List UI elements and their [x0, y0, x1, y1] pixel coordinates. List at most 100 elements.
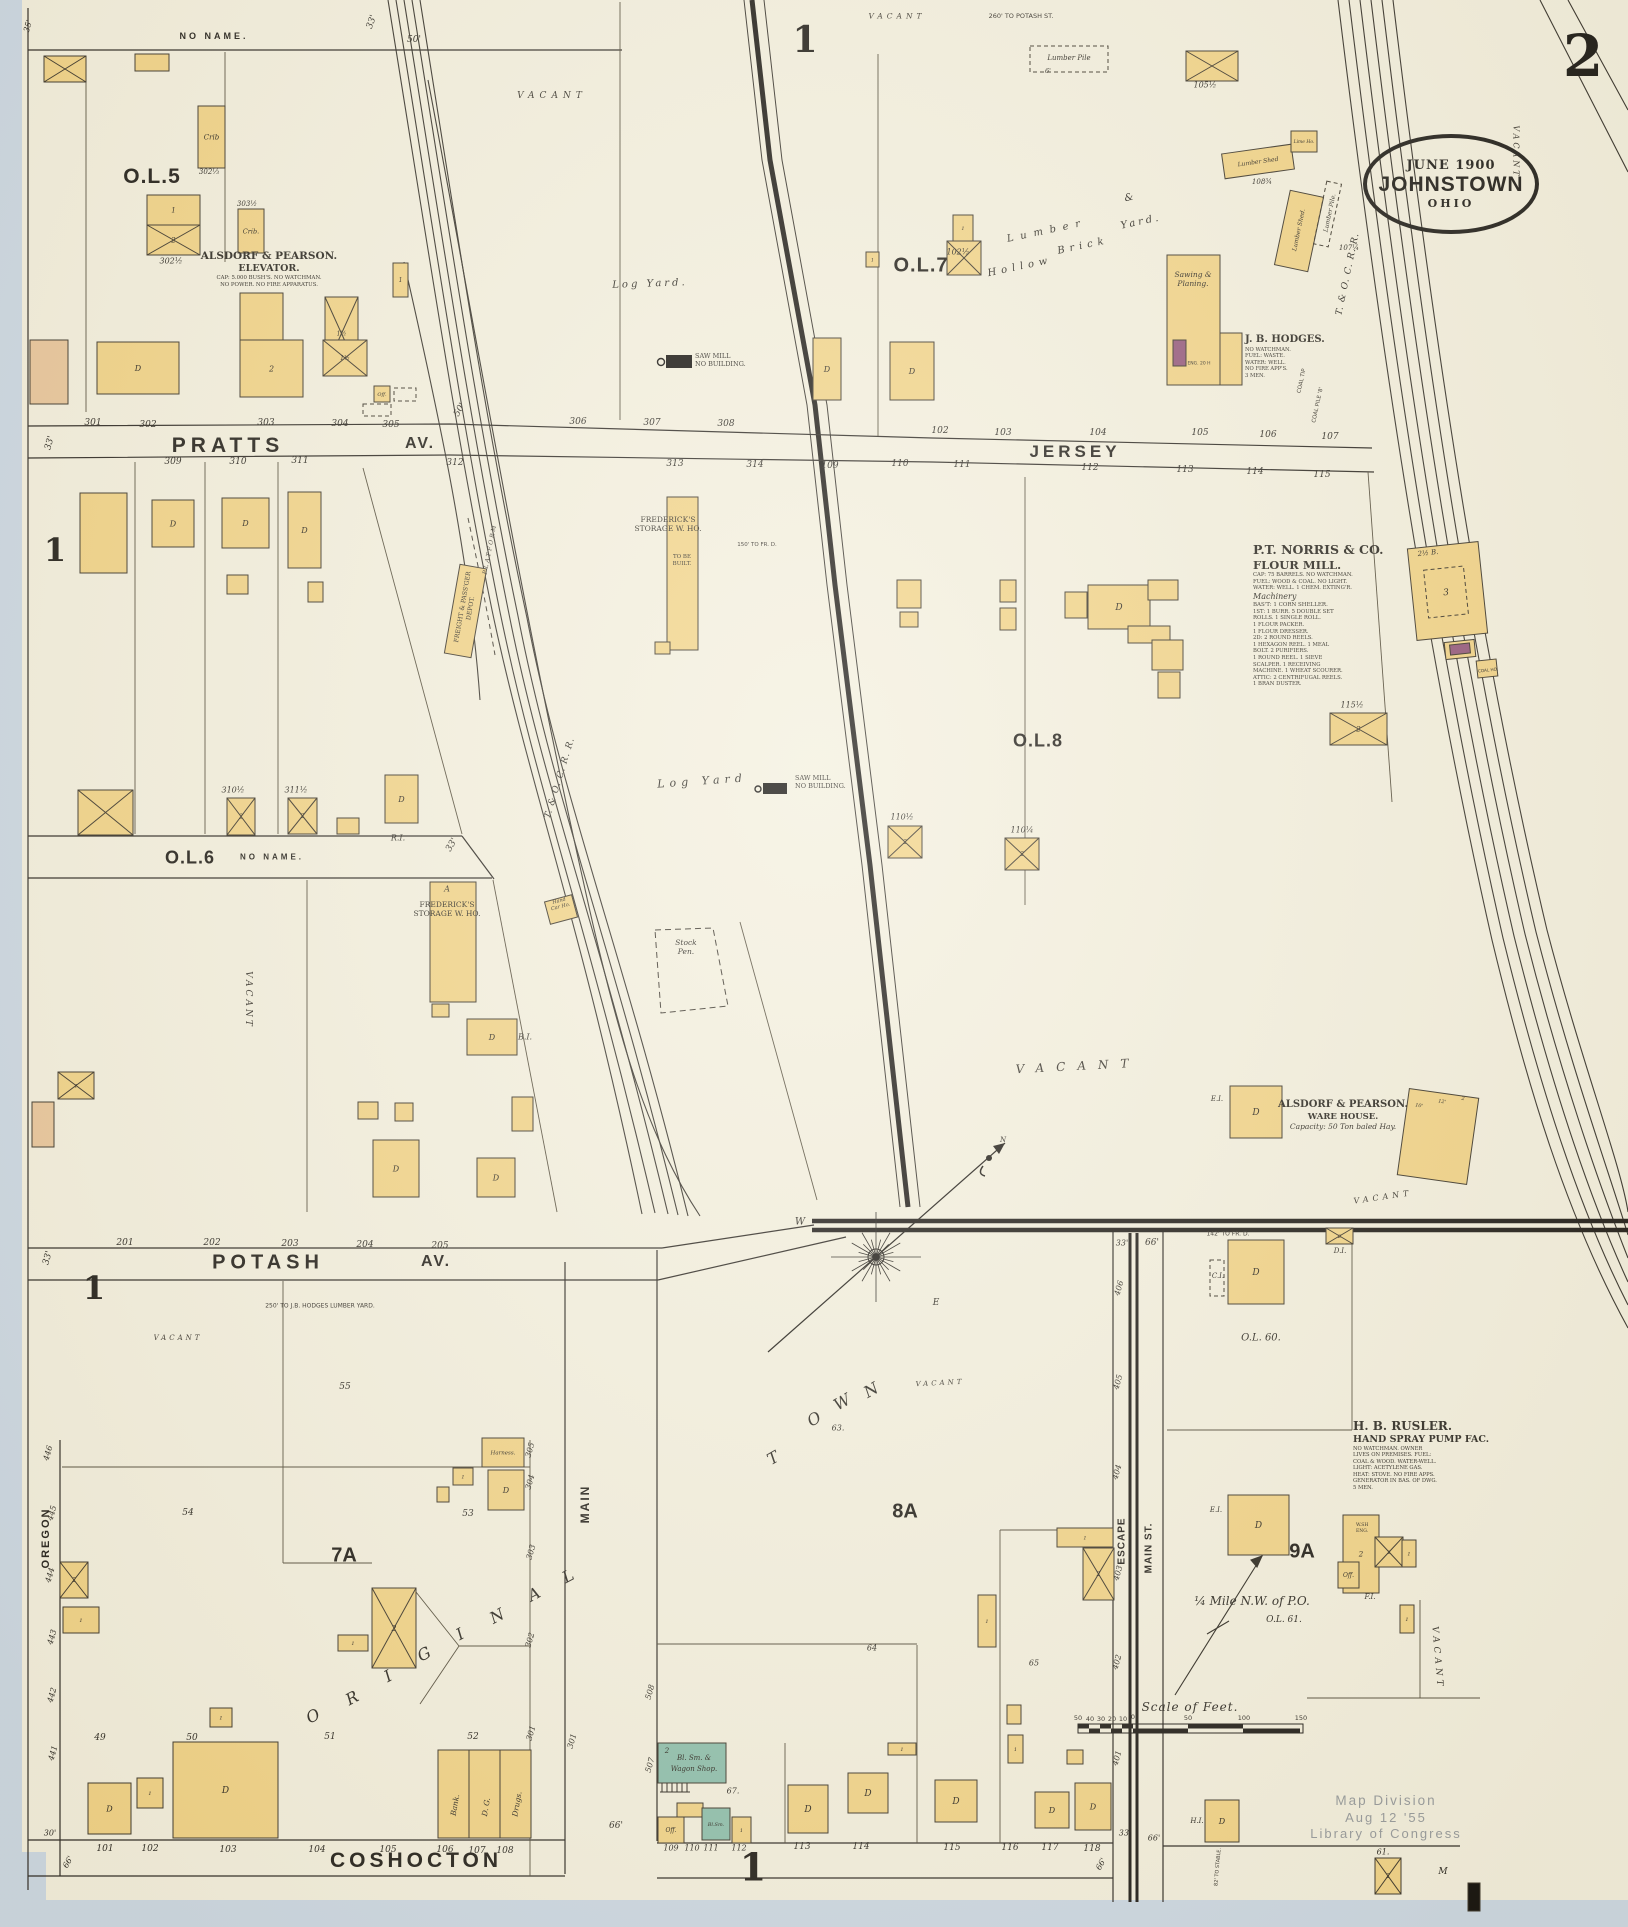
note-line: NO WATCHMAN. — [1245, 346, 1291, 353]
map-label: F.I. — [1364, 1593, 1376, 1601]
building-label: 1 — [79, 1618, 82, 1624]
building-label: 1 — [871, 257, 874, 263]
building: 2 — [1325, 1227, 1354, 1245]
building: D — [287, 491, 322, 569]
building-label: D — [823, 365, 831, 374]
map-label: D.I. — [1333, 1247, 1347, 1255]
map-label: 113 — [1176, 465, 1194, 475]
building-label: 2 — [268, 364, 274, 373]
building-label: 1½ — [337, 331, 347, 338]
map-label: 66' — [1147, 1833, 1161, 1843]
note-line: Library of Congress — [1310, 1826, 1462, 1842]
map-label: 49 — [94, 1733, 106, 1743]
map-label: VACANT — [243, 971, 253, 1029]
building-label: Off. — [1343, 1572, 1354, 1579]
building: D — [172, 1741, 279, 1839]
map-label: A — [444, 884, 450, 894]
map-label: 103 — [219, 1845, 237, 1855]
note-line: STORAGE W. HO. — [634, 524, 702, 534]
map-label: 7A — [331, 1544, 357, 1567]
note-line: Capacity: 50 Ton baled Hay. — [1289, 1122, 1397, 1132]
building-label: Crib. — [243, 227, 259, 235]
building-label: D — [134, 364, 142, 373]
map-label: 312 — [446, 458, 464, 468]
note-line: CAP: 5.000 BUSH'S. NO WATCHMAN. — [216, 275, 322, 281]
map-label: 20 — [1107, 1715, 1117, 1723]
note-line: W.SH — [1356, 1523, 1369, 1528]
building: 1 — [1401, 1539, 1417, 1568]
map-label: 67. — [726, 1786, 740, 1796]
map-label: VACANT — [517, 91, 587, 101]
map-label: 302½ — [159, 256, 183, 266]
map-label: 1 — [43, 531, 67, 569]
building-label: 1 — [148, 1791, 151, 1797]
building — [226, 574, 249, 595]
map-label: Lumber Pile — [1047, 54, 1091, 62]
note-line: 1 ROUND REEL. 1 SIEVE — [1253, 654, 1323, 661]
map-label: 101 — [96, 1844, 114, 1854]
building-label: 1 — [74, 1083, 77, 1089]
building-label: D — [300, 526, 308, 535]
note-line: FREDERICK'S — [419, 900, 475, 909]
map-label: 52 — [467, 1732, 479, 1742]
map-label: & — [1123, 191, 1135, 205]
building-label: D — [492, 1173, 500, 1182]
building — [1066, 1749, 1084, 1765]
map-label: 107 — [468, 1846, 486, 1856]
building-label: 1 — [1405, 1617, 1408, 1623]
note-line: MACHINE. 1 WHEAT SCOURER. — [1253, 668, 1343, 675]
note-line: FUEL: WASTE. — [1245, 353, 1285, 359]
map-label: 306 — [569, 417, 587, 427]
building-label: 1 — [900, 1747, 903, 1753]
building — [394, 1102, 414, 1122]
map-label: 142' TO FR. D. — [1206, 1230, 1250, 1238]
map-label: 106 — [1259, 430, 1277, 440]
building: 2 — [1374, 1857, 1402, 1895]
building-label: D — [803, 1805, 811, 1815]
note-line: 1 FLOUR PACKER. — [1253, 621, 1305, 628]
building: 2 — [287, 797, 318, 835]
sawmill-icon — [754, 783, 787, 794]
building-label: D — [951, 1797, 959, 1807]
map-label: VACANT — [868, 11, 926, 21]
street-heavy — [812, 1218, 1628, 1902]
map-label: AV. — [420, 1253, 452, 1270]
building-label: 1 — [461, 1474, 464, 1480]
building: D — [96, 341, 180, 395]
note-line: FUEL: WOOD & COAL. NO LIGHT. — [1253, 578, 1348, 585]
map-label: 313 — [666, 459, 684, 469]
map-label: 2 — [664, 1747, 670, 1755]
building: D — [151, 499, 195, 548]
map-label: B.I. — [517, 1032, 533, 1042]
map-label: 109 — [663, 1843, 679, 1853]
map-label: 107¼ — [1338, 244, 1360, 252]
building — [436, 1486, 450, 1503]
building: Lumber Shed — [1221, 143, 1295, 180]
building: D — [487, 1469, 525, 1511]
map-label: C.I. — [1211, 1272, 1225, 1280]
lot-lines — [62, 2, 1480, 1876]
building — [29, 339, 69, 405]
building-label: 2 — [1355, 725, 1361, 733]
building: D — [1227, 1494, 1290, 1556]
map-label: 106 — [436, 1845, 454, 1855]
building: Bl.Sm. — [701, 1807, 731, 1841]
note-line: BUILT. — [672, 560, 692, 567]
map-label: 105½ — [1193, 80, 1217, 90]
map-label: 102 — [931, 426, 949, 436]
building-label: 1 — [961, 226, 964, 232]
building: Crib — [197, 105, 226, 169]
note-line: SAW MILL — [695, 352, 731, 360]
map-label: O.L. 60. — [1241, 1332, 1281, 1344]
building: D — [1229, 1085, 1283, 1139]
note-line: NO BUILDING. — [695, 360, 746, 369]
map-label: 63. — [831, 1423, 845, 1433]
building — [666, 496, 699, 651]
map-label: 51 — [324, 1732, 336, 1742]
building-label: 2 — [170, 236, 176, 244]
map-label: 150' TO FR. D. — [737, 542, 777, 548]
map-edition: JUNE 1900 — [1406, 158, 1496, 173]
map-label: 1 — [82, 1269, 106, 1307]
